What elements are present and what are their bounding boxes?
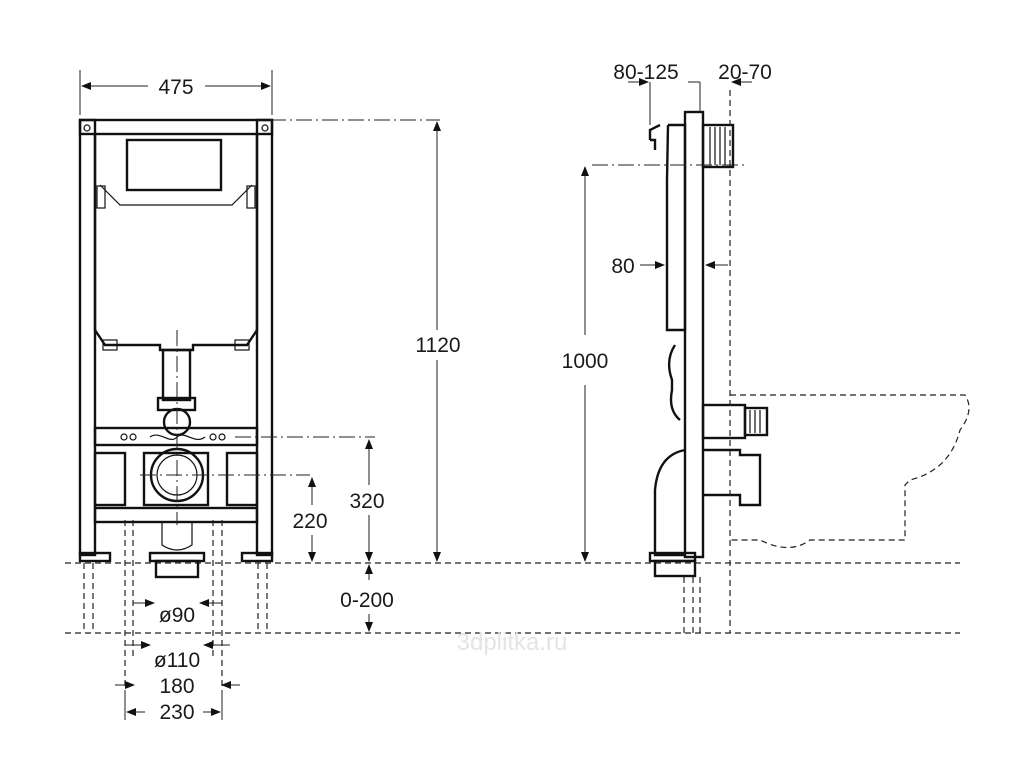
height-1120-label: 1120 xyxy=(415,334,460,357)
floor-lines xyxy=(65,562,960,634)
side-view-frame xyxy=(592,90,970,633)
depth-range-label: 80-125 xyxy=(613,61,678,84)
frame-depth-80-label: 80 xyxy=(611,255,634,278)
side-dimensions xyxy=(581,78,752,562)
wall-range-label: 20-70 xyxy=(718,61,772,84)
front-view-frame xyxy=(78,118,440,690)
spacing-180-label: 180 xyxy=(159,675,194,698)
height-320-label: 320 xyxy=(349,490,384,513)
spacing-230-label: 230 xyxy=(159,701,194,724)
diameter-90-label: ø90 xyxy=(159,604,195,627)
watermark: 3dplitka.ru xyxy=(457,629,568,656)
floor-range-label: 0-200 xyxy=(340,589,394,612)
height-220-label: 220 xyxy=(292,510,327,533)
height-1000-label: 1000 xyxy=(562,350,609,373)
front-dimensions xyxy=(79,70,441,720)
width-475-label: 475 xyxy=(158,76,193,99)
diameter-110-label: ø110 xyxy=(154,649,200,672)
